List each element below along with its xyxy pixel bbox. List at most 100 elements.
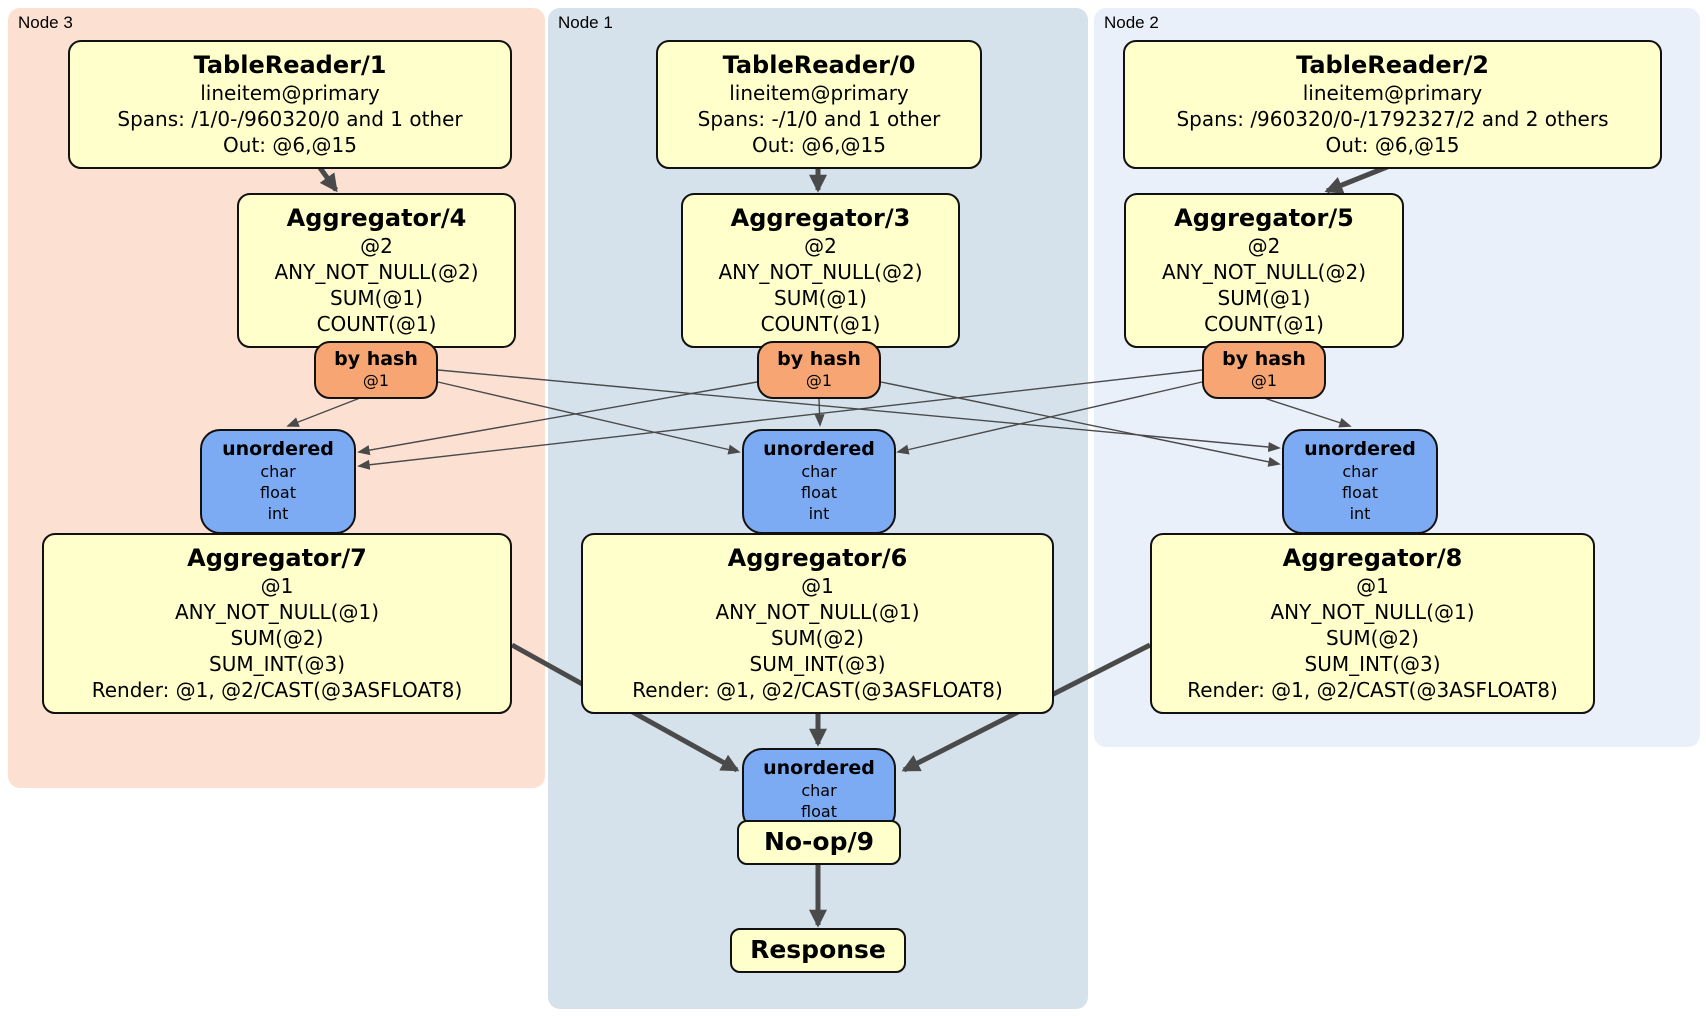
box-line: Out: @6,@15 (1325, 133, 1460, 157)
box-line: ANY_NOT_NULL(@1) (1270, 600, 1475, 624)
box-line: COUNT(@1) (760, 312, 881, 336)
box-line: SUM_INT(@3) (1304, 652, 1441, 676)
sync-title: unordered (1304, 438, 1416, 460)
box-line: Out: @6,@15 (223, 133, 357, 157)
sync-title: unordered (222, 438, 334, 460)
box-title: Aggregator/4 (286, 204, 467, 232)
edge-hashM-unoR (880, 381, 1281, 467)
box-line: Spans: -/1/0 and 1 other (697, 107, 941, 131)
unordered-sync-left: unordered char float int (200, 429, 356, 534)
router-title: by hash (777, 348, 861, 370)
box-title: TableReader/1 (193, 51, 387, 79)
router-lines: @1 (763, 371, 875, 391)
box-line: SUM(@1) (330, 286, 423, 310)
box-line: int (267, 504, 289, 523)
response-box: Response (730, 928, 906, 973)
box-line: Render: @1, @2/CAST(@3ASFLOAT8) (632, 678, 1003, 702)
box-title: TableReader/0 (722, 51, 916, 79)
region-node3-label: Node 3 (18, 13, 73, 32)
box-line: char (801, 781, 837, 800)
box-line: float (260, 483, 296, 502)
box-line: Render: @1, @2/CAST(@3ASFLOAT8) (91, 678, 463, 702)
box-line: Spans: /960320/0-/1792327/2 and 2 others (1176, 107, 1609, 131)
router-title: by hash (1222, 348, 1306, 370)
box-line: float (801, 802, 837, 821)
edge-hashM-unoL (357, 381, 758, 456)
box-line: @1 (805, 371, 833, 390)
box-title: Response (750, 935, 886, 964)
box-line: @2 (360, 234, 393, 258)
box-line: SUM_INT(@3) (209, 652, 345, 676)
box-line: ANY_NOT_NULL(@1) (715, 600, 920, 624)
edge-hashR-unoL (357, 369, 1203, 470)
box-line: ANY_NOT_NULL(@2) (274, 260, 479, 284)
box-line: @1 (801, 574, 834, 598)
edge-hashL-unoM (437, 381, 741, 455)
box-line: @2 (804, 234, 837, 258)
box-line: Render: @1, @2/CAST(@3ASFLOAT8) (1187, 678, 1558, 702)
box-line: SUM(@1) (774, 286, 867, 310)
box-line: COUNT(@1) (316, 312, 437, 336)
noop-box: No-op/9 (737, 820, 901, 865)
sync-lines: char float (748, 780, 890, 822)
box-line: char (1342, 462, 1378, 481)
box-title: TableReader/2 (1296, 51, 1489, 79)
hash-router-left: by hash @1 (314, 341, 438, 399)
box-line: ANY_NOT_NULL(@2) (718, 260, 923, 284)
box-line: SUM(@2) (230, 626, 324, 650)
box-line: SUM(@1) (1217, 286, 1311, 310)
box-line: char (801, 462, 837, 481)
box-line: @1 (1250, 371, 1278, 390)
box-title: Aggregator/8 (1282, 544, 1463, 572)
box-line: @1 (1356, 574, 1389, 598)
box-title: No-op/9 (763, 827, 875, 856)
hash-router-right: by hash @1 (1202, 341, 1326, 399)
sync-lines: char float int (206, 461, 350, 524)
edge-hashL-unoL (286, 397, 361, 427)
router-title: by hash (334, 348, 418, 370)
region-node1-label: Node 1 (558, 13, 613, 32)
edge-hashM-unoM (814, 398, 825, 427)
box-line: @1 (260, 574, 294, 598)
box-line: lineitem@primary (1302, 81, 1483, 105)
sync-title: unordered (763, 438, 875, 460)
box-line: float (1342, 483, 1378, 502)
hash-router-mid: by hash @1 (757, 341, 881, 399)
box-line: char (260, 462, 296, 481)
box-line: SUM(@2) (1326, 626, 1419, 650)
box-line: SUM(@2) (771, 626, 864, 650)
box-line: Spans: /1/0-/960320/0 and 1 other (117, 107, 463, 131)
box-line: lineitem@primary (729, 81, 909, 105)
box-line: Out: @6,@15 (752, 133, 886, 157)
region-node2-label: Node 2 (1104, 13, 1159, 32)
box-line: @1 (362, 371, 390, 390)
box-line: int (808, 504, 830, 523)
edge-tr2-agg5 (1324, 162, 1393, 194)
edge-tr1-agg4 (315, 163, 339, 193)
box-line: COUNT(@1) (1204, 312, 1324, 336)
edge-hashR-unoR (1263, 397, 1352, 428)
